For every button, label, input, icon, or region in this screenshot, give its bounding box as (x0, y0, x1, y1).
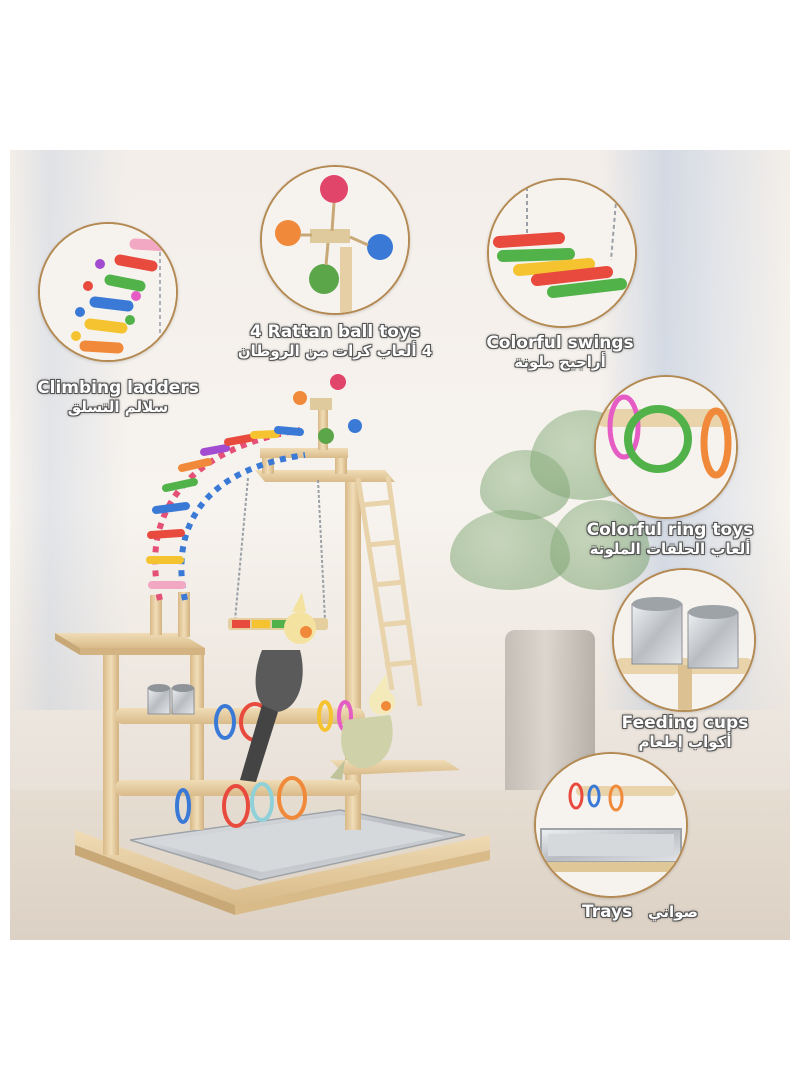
label-trays: Trays صواني (575, 902, 705, 922)
label-ladders-ar: سلالم التسلق (67, 398, 169, 416)
wooden-ladder (355, 475, 423, 707)
label-rings: Colorful ring toys ألعاب الحلقات الملونة (560, 520, 780, 558)
left-platform (55, 633, 205, 648)
feature-bubble-trays (534, 752, 688, 898)
cockatiel-yellow (330, 674, 395, 780)
label-trays-ar: صواني (648, 903, 699, 921)
base-frame (75, 809, 490, 915)
beaded-ladder (146, 426, 306, 601)
label-rattan-ar: 4 ألعاب كرات من الروطان (237, 342, 433, 360)
feature-bubble-cups (612, 568, 756, 712)
tray-icon (536, 754, 686, 896)
feature-bubble-swings (487, 178, 637, 328)
feature-bubble-rings (594, 375, 738, 519)
feature-bubble-rattan (260, 165, 410, 315)
label-trays-en: Trays (581, 902, 633, 922)
label-ladders-en: Climbing ladders (37, 378, 199, 398)
label-ladders: Climbing ladders سلالم التسلق (18, 378, 218, 416)
post (190, 650, 204, 830)
rattan-ball-toy (293, 374, 362, 444)
post (103, 640, 119, 855)
label-swings: Colorful swings أراجيح ملونة (470, 333, 650, 371)
cockatiel-grey (240, 592, 316, 782)
label-rings-ar: ألعاب الحلقات الملونة (589, 540, 751, 558)
ring-icon (596, 377, 736, 517)
tower-platform (255, 470, 395, 482)
rattan-ball-icon (262, 167, 408, 313)
label-rattan-en: 4 Rattan ball toys (249, 322, 421, 342)
label-swings-ar: أراجيح ملونة (514, 353, 606, 371)
cup-icon (614, 570, 754, 710)
label-rings-en: Colorful ring toys (586, 520, 754, 540)
feature-bubble-ladders (38, 222, 178, 362)
plant-leaf (550, 500, 650, 590)
label-cups: Feeding cups أكواب إطعام (600, 713, 770, 751)
post (345, 470, 361, 830)
label-rattan: 4 Rattan ball toys 4 ألعاب كرات من الروط… (230, 322, 440, 360)
swing-icon (489, 180, 635, 326)
ladder-icon (40, 224, 176, 360)
label-swings-en: Colorful swings (486, 333, 634, 353)
label-cups-ar: أكواب إطعام (638, 733, 732, 751)
label-cups-en: Feeding cups (621, 713, 749, 733)
swing (228, 477, 328, 630)
feeding-cups (147, 684, 195, 715)
